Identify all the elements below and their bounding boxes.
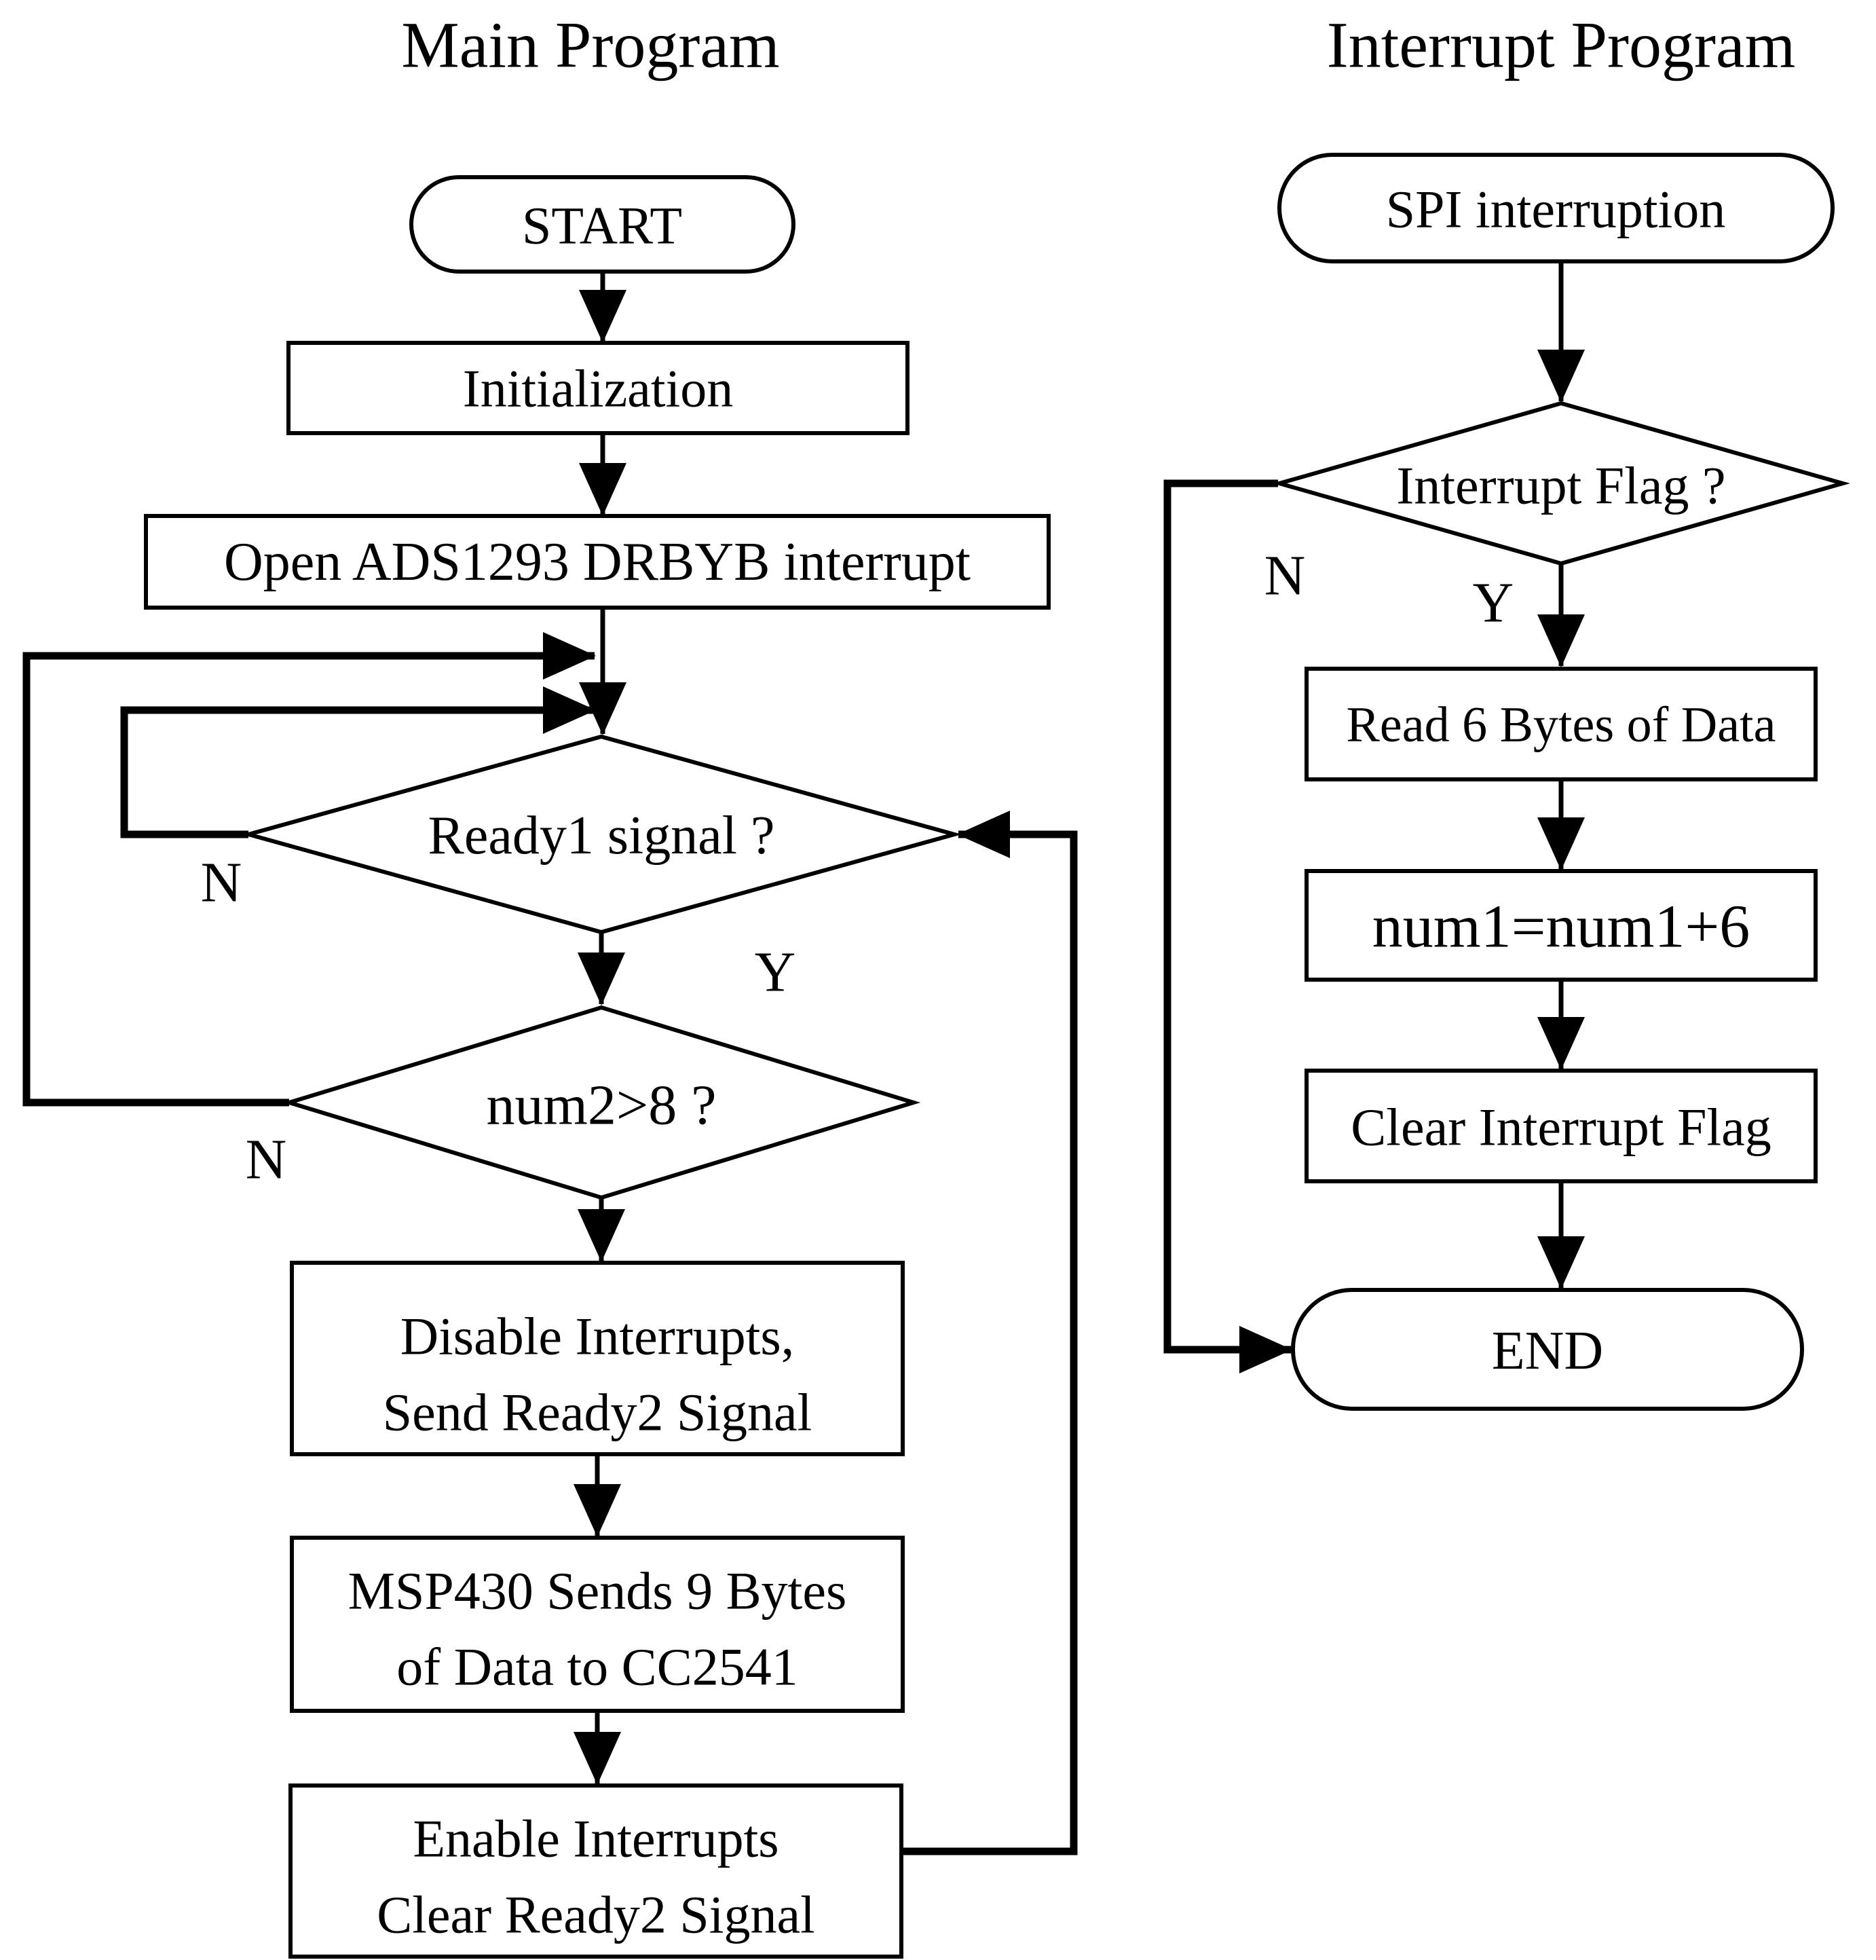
start-terminator [409,175,795,274]
end-terminator [1291,1288,1804,1411]
main-program-flowchart: Main Program START Initialization Open A… [22,9,1078,1959]
interrupt-program-title: Interrupt Program [1327,9,1795,81]
open-interrupt-process [144,514,1051,610]
initialization-process-label: Initialization [463,359,734,418]
ready1-decision [240,734,962,935]
interrupt-program-flowchart: Interrupt Program SPI interruption Inter… [1163,9,1850,1411]
read-data-process-label: Read 6 Bytes of Data [1347,697,1776,753]
flag-yes-label: Y [1473,572,1514,635]
read-data-process [1305,667,1818,781]
msp430-send-process-line1: MSP430 Sends 9 Bytes [348,1561,847,1621]
num2-decision [282,1005,921,1200]
edge-enable-to-ready1-feedback [901,811,1078,1855]
start-terminator-label: START [522,196,682,255]
enable-interrupts-process-line2: Clear Ready2 Signal [377,1885,815,1944]
open-interrupt-process-label: Open ADS1293 DRBYB interrupt [224,532,971,592]
loop-ready1-no [120,686,596,838]
disable-interrupts-process-line2: Send Ready2 Signal [383,1383,812,1442]
enable-interrupts-process [288,1783,903,1959]
main-program-title: Main Program [401,9,779,81]
loop-num2-no [22,632,596,1107]
num2-decision-label: num2>8 ? [487,1074,717,1137]
interrupt-flag-decision [1272,401,1850,566]
initialization-process [286,341,909,435]
msp430-send-process-line2: of Data to CC2541 [396,1638,798,1697]
enable-interrupts-process-line1: Enable Interrupts [413,1809,778,1868]
end-terminator-label: END [1492,1321,1603,1381]
num1-process [1305,869,1818,982]
ready1-yes-label: Y [755,941,796,1004]
num1-process-label: num1=num1+6 [1372,893,1750,961]
ready1-decision-label: Ready1 signal ? [428,806,775,866]
disable-interrupts-process-line1: Disable Interrupts, [400,1307,795,1366]
clear-flag-process-label: Clear Interrupt Flag [1351,1098,1771,1157]
spi-terminator-label: SPI interruption [1386,180,1726,239]
disable-interrupts-process [290,1261,905,1456]
clear-flag-process [1305,1069,1818,1183]
ready1-no-label: N [201,851,242,914]
num2-no-label: N [246,1128,287,1191]
flag-no-label: N [1264,544,1306,608]
spi-terminator [1277,153,1835,263]
msp430-send-process [290,1536,905,1713]
interrupt-flag-decision-label: Interrupt Flag ? [1396,456,1725,515]
loop-flag-no-to-end [1163,479,1292,1373]
